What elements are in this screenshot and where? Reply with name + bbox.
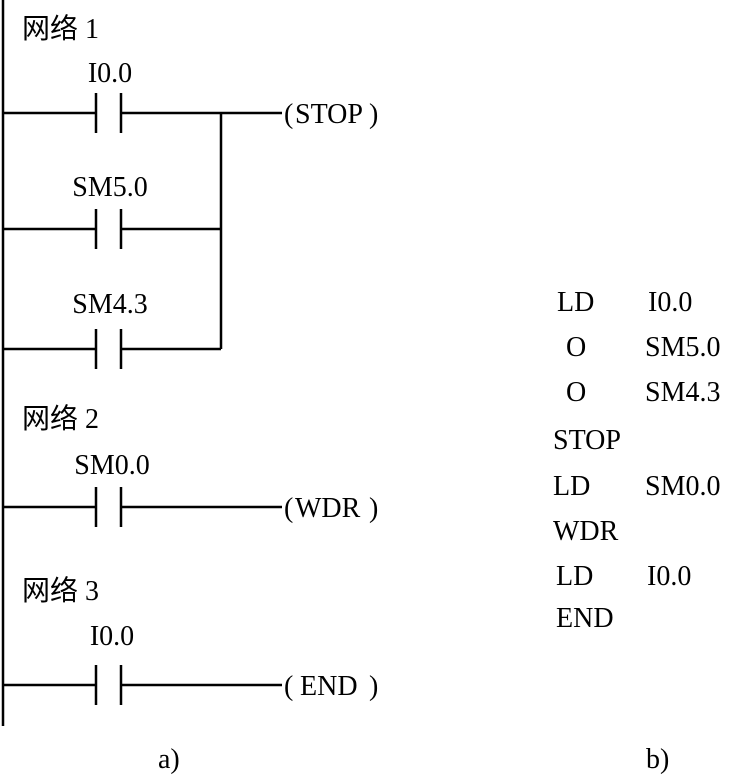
coil-close-paren: ): [369, 99, 378, 130]
network-2-title: 网络 2: [22, 403, 99, 435]
stl-op: O: [566, 377, 587, 408]
network-2-coil-label: WDR: [295, 493, 361, 524]
coil-close-paren: ): [369, 493, 378, 524]
stl-operand: SM0.0: [645, 471, 721, 502]
network-1-contact-1-label: I0.0: [88, 58, 132, 89]
stl-operand: SM4.3: [645, 377, 721, 408]
network-1-title: 网络 1: [22, 13, 99, 45]
coil-close-paren: ): [369, 671, 378, 702]
network-3-coil-label: END: [300, 671, 358, 702]
network-3-contact-1-label: I0.0: [90, 621, 134, 652]
network-1-contact-3: [3, 329, 221, 369]
stl-op: WDR: [553, 516, 619, 547]
network-2-contact-1-label: SM0.0: [74, 450, 149, 481]
caption-a: a): [158, 744, 180, 775]
stl-op: END: [556, 603, 614, 634]
coil-open-paren: (: [284, 671, 293, 702]
network-3-contact-1: [3, 665, 282, 705]
network-1-coil-label: STOP: [295, 99, 363, 130]
stl-op: LD: [553, 471, 591, 502]
network-3-coil: ( END ): [284, 671, 378, 702]
network-1-contact-2-label: SM5.0: [72, 172, 147, 203]
coil-open-paren: (: [284, 493, 293, 524]
stl-op: O: [566, 332, 587, 363]
stl-operand: SM5.0: [645, 332, 721, 363]
caption-b: b): [646, 744, 670, 775]
network-1-contact-3-label: SM4.3: [72, 289, 147, 320]
network-1-coil: ( STOP ): [284, 99, 378, 130]
stl-op: LD: [557, 287, 595, 318]
network-1-contact-2: [3, 209, 221, 249]
stl-operand: I0.0: [647, 561, 692, 592]
stl-op: STOP: [553, 425, 621, 456]
coil-open-paren: (: [284, 99, 293, 130]
network-2-coil: ( WDR ): [284, 493, 378, 524]
network-2-contact-1: [3, 487, 282, 527]
network-1-contact-1: [3, 93, 282, 133]
stl-op: LD: [556, 561, 594, 592]
network-3-title: 网络 3: [22, 575, 99, 607]
stl-operand: I0.0: [648, 287, 693, 318]
